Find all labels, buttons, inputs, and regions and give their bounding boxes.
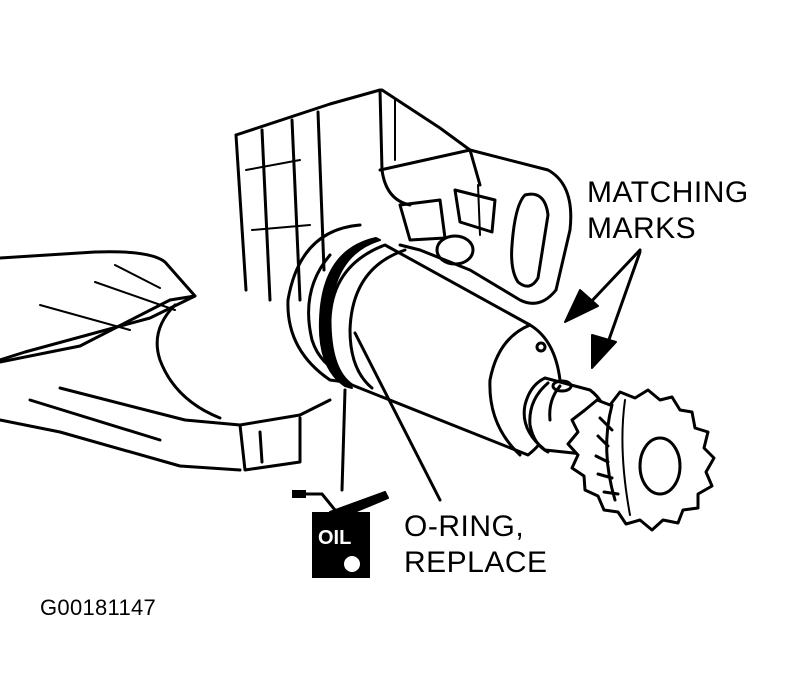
matching-marks-label-line2: MARKS	[587, 212, 697, 245]
oil-can-icon: OIL	[292, 490, 389, 578]
drive-gear	[566, 388, 716, 532]
transmission-case	[0, 88, 482, 472]
matching-marks-label-line1: MATCHING	[587, 176, 749, 209]
mounting-bracket	[378, 148, 573, 305]
oil-can-text: OIL	[318, 527, 351, 549]
o-ring-label-line1: O-RING,	[404, 510, 525, 543]
figure-id: G00181147	[40, 595, 157, 620]
leader-lines	[340, 331, 442, 502]
matching-marks-arrows	[564, 248, 642, 369]
o-ring-label-line2: REPLACE	[404, 546, 548, 579]
